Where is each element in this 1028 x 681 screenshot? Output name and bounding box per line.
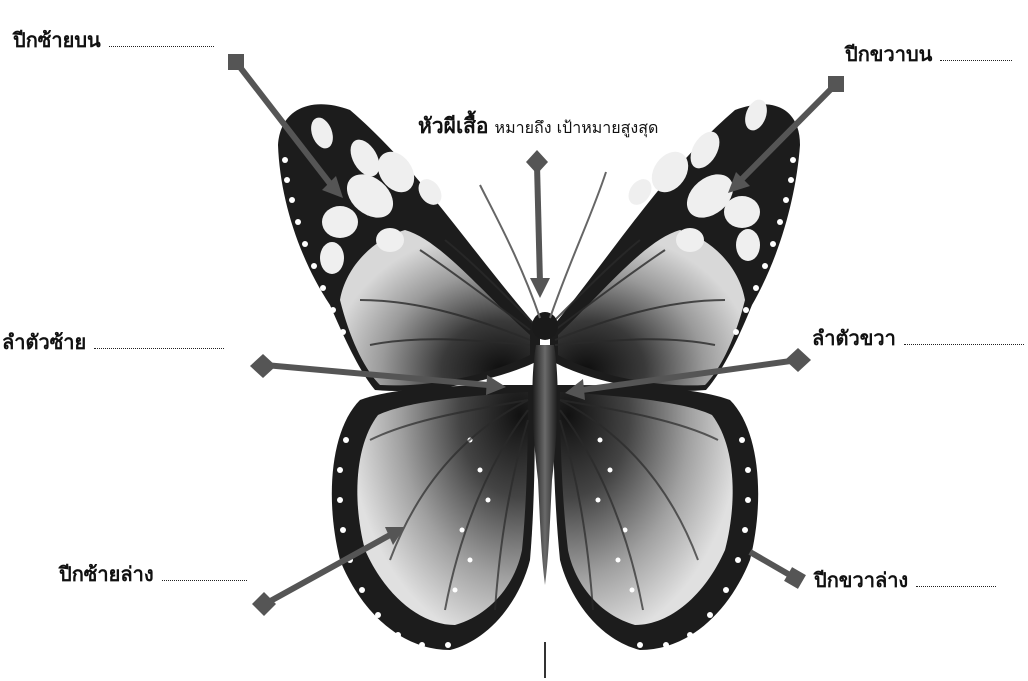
label-lower-left-wing: ปีกซ้ายล่าง [59, 558, 247, 590]
upper-left-wing [278, 104, 540, 391]
answer-blank-lower-right [916, 585, 996, 587]
answer-blank-lower-left [162, 579, 247, 581]
label-upper-left-wing: ปีกซ้ายบน [13, 24, 214, 56]
lower-right-wing [552, 385, 758, 650]
label-upper-left-wing-text: ปีกซ้ายบน [13, 24, 101, 56]
head-caption: หัวผีเสื้อ หมายถึง เป้าหมายสูงสุด [418, 110, 658, 143]
head-caption-sub: หมายถึง เป้าหมายสูงสุด [495, 118, 659, 137]
label-left-body: ลำตัวซ้าย [2, 326, 224, 358]
label-lower-right-wing: ปีกขวาล่าง [814, 564, 996, 596]
head-caption-main: หัวผีเสื้อ [418, 114, 489, 138]
answer-blank-left-body [94, 347, 224, 349]
answer-blank-right-body [904, 343, 1024, 345]
answer-blank-upper-right [940, 59, 1012, 61]
answer-blank-upper-left [109, 45, 214, 47]
label-lower-left-wing-text: ปีกซ้ายล่าง [59, 558, 154, 590]
arrow-lower-right [750, 552, 806, 589]
label-lower-right-wing-text: ปีกขวาล่าง [814, 564, 908, 596]
label-left-body-text: ลำตัวซ้าย [2, 326, 86, 358]
label-right-body: ลำตัวขวา [812, 322, 1024, 354]
label-upper-right-wing: ปีกขวาบน [845, 38, 1012, 70]
label-upper-right-wing-text: ปีกขวาบน [845, 38, 932, 70]
arrow-head [526, 150, 550, 298]
lower-left-wing [332, 385, 535, 650]
label-right-body-text: ลำตัวขวา [812, 322, 896, 354]
